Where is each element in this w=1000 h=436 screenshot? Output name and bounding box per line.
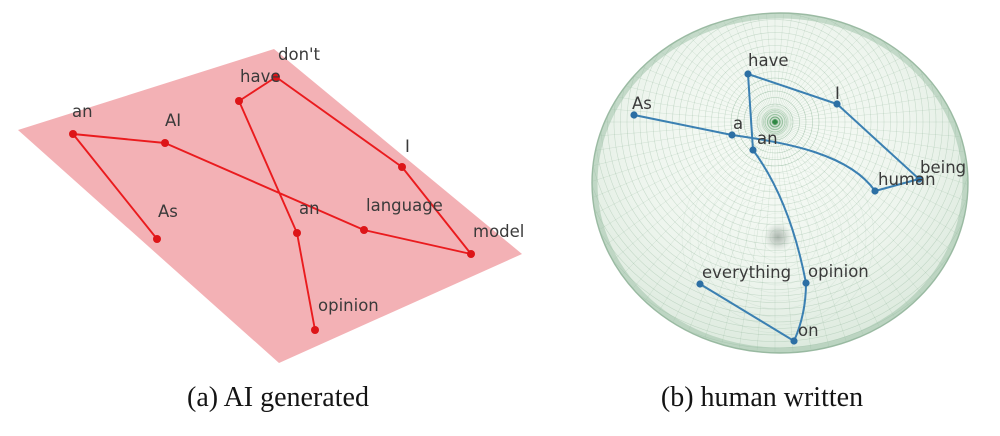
human-point-an (749, 146, 757, 154)
sphere-rim-band (592, 13, 968, 353)
human-point-a (728, 131, 736, 139)
human-trajectory-path (633, 73, 920, 342)
ai-trajectory-path (72, 76, 472, 331)
ai-point-opinion (311, 326, 319, 334)
token-label-an: an (299, 199, 320, 218)
human-point-everything (696, 280, 704, 288)
human-point-I (833, 100, 841, 108)
ai-point-AI (161, 139, 169, 147)
token-label-language: language (366, 196, 443, 215)
human-point-on (790, 337, 798, 345)
ai-point-have (235, 97, 243, 105)
ai-point-I (398, 163, 406, 171)
token-label-opinion: opinion (808, 262, 869, 281)
token-label-have: have (748, 51, 789, 70)
token-label-a: a (733, 114, 743, 133)
caption-human-written: (b) human written (660, 382, 864, 413)
token-label-AI: AI (165, 111, 181, 130)
token-label-an: an (72, 102, 93, 121)
ai-point-As (153, 235, 161, 243)
human-point-opinion (802, 279, 810, 287)
sphere-back-pole (764, 223, 792, 251)
sphere-rim (591, 12, 969, 354)
token-label-on: on (798, 321, 819, 340)
token-label-an: an (757, 129, 778, 148)
token-label-As: As (632, 94, 652, 113)
ai-point-an (69, 130, 77, 138)
token-label-dont: don't (278, 45, 321, 64)
human-point-As (630, 111, 638, 119)
token-label-I: I (835, 84, 840, 103)
token-label-opinion: opinion (318, 296, 379, 315)
human-point-have (744, 70, 752, 78)
token-label-human: human (878, 170, 936, 189)
ai-point-an (293, 229, 301, 237)
token-label-being: being (920, 158, 966, 177)
ai-point-language (360, 226, 368, 234)
human-point-human (871, 187, 879, 195)
ai-point-model (467, 250, 475, 258)
plane-surface (18, 49, 522, 363)
token-label-As: As (158, 202, 178, 221)
human-point-being (915, 175, 923, 183)
token-label-everything: everything (702, 263, 791, 282)
sphere-front-pole (758, 105, 792, 139)
caption-ai-generated: (a) AI generated (187, 382, 369, 413)
token-label-I: I (405, 137, 410, 156)
token-label-model: model (473, 222, 524, 241)
token-label-have: have (240, 67, 281, 86)
sphere-surface (592, 13, 968, 353)
ai-point-dont (272, 73, 280, 81)
